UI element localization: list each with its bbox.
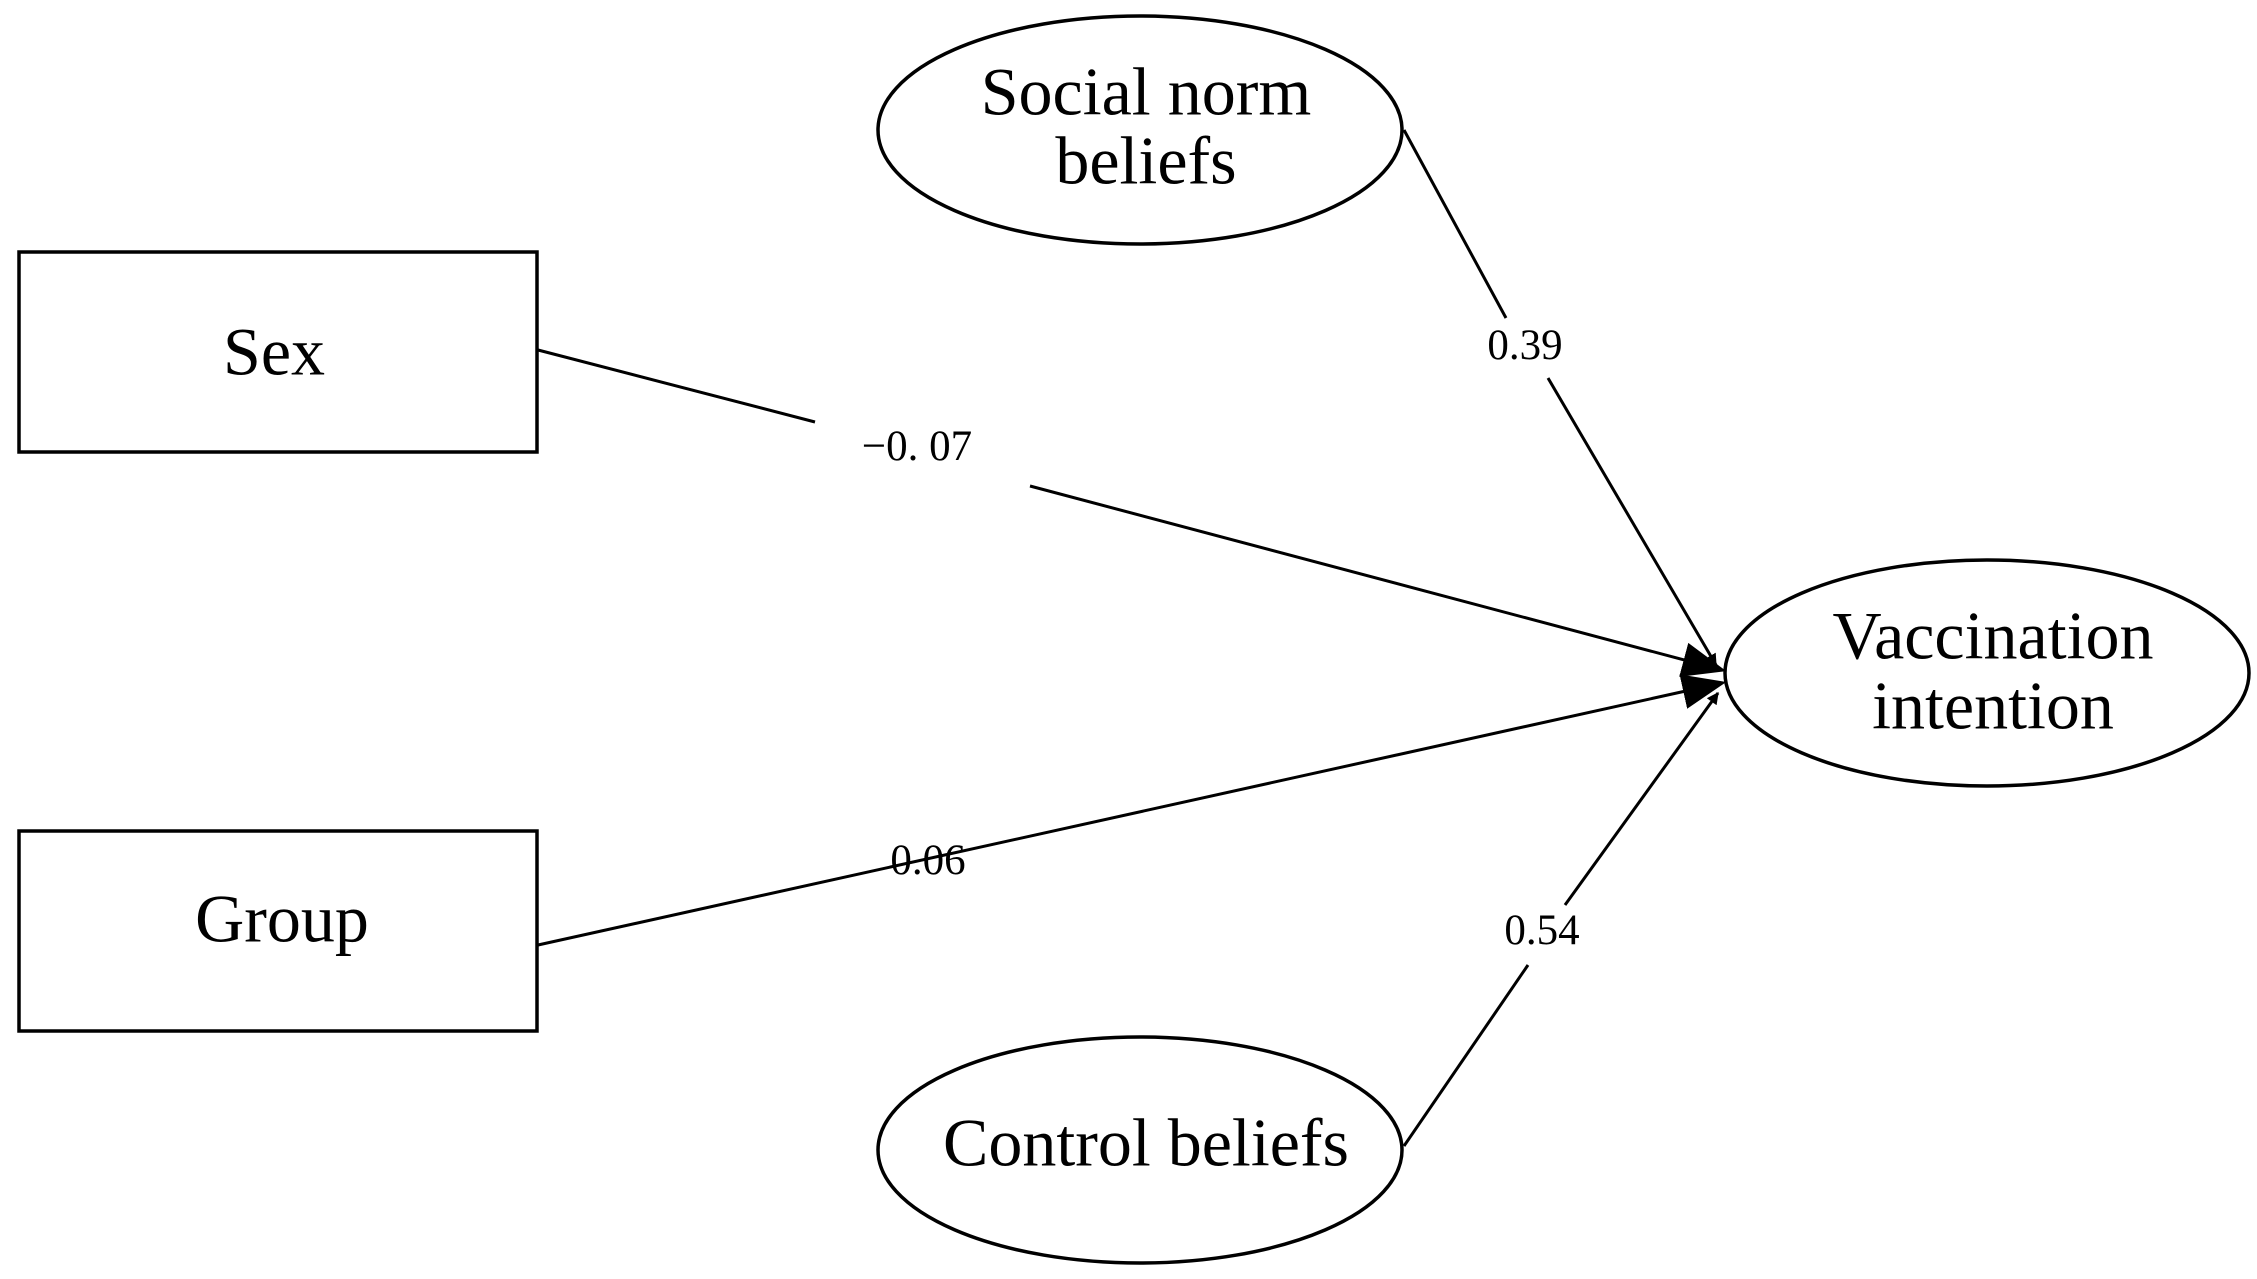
path-social-norm-segment-b <box>1546 377 1718 667</box>
path-social-norm-to-vaccination <box>1402 129 1718 667</box>
group-label: Group <box>195 881 369 957</box>
control-label: Control beliefs <box>943 1105 1349 1181</box>
path-sex-segment-b <box>1029 484 1727 677</box>
control-ellipse <box>876 1035 1404 1265</box>
node-group: Group <box>17 829 539 1033</box>
group-box <box>17 829 539 1033</box>
path-sex-to-vaccination <box>537 348 1727 677</box>
social-norm-label-line2: beliefs <box>1055 123 1236 199</box>
sex-box <box>17 250 539 454</box>
path-group-line <box>537 674 1727 947</box>
coef-sex-to-vaccination: −0. 07 <box>862 423 972 470</box>
social-norm-ellipse <box>876 14 1404 246</box>
path-control-segment-b <box>1563 692 1720 906</box>
vaccination-label-line1: Vaccination <box>1833 598 2154 674</box>
social-norm-label-line1: Social norm <box>981 54 1312 130</box>
node-sex: Sex <box>17 250 539 454</box>
sex-label: Sex <box>223 314 325 390</box>
coef-social-norm-to-vaccination: 0.39 <box>1487 322 1562 369</box>
path-social-norm-segment-a <box>1402 129 1508 319</box>
vaccination-label-line2: intention <box>1872 668 2114 744</box>
path-control-segment-a <box>1402 964 1530 1147</box>
coef-control-to-vaccination: 0.54 <box>1504 907 1579 954</box>
node-social-norm-beliefs: Social norm beliefs <box>876 14 1404 246</box>
vaccination-ellipse <box>1723 558 2251 788</box>
coef-group-to-vaccination: 0.06 <box>890 837 965 884</box>
node-vaccination-intention: Vaccination intention <box>1723 558 2251 788</box>
path-group-to-vaccination <box>537 674 1727 947</box>
path-sex-segment-a <box>537 348 816 424</box>
node-control-beliefs: Control beliefs <box>876 1035 1404 1265</box>
path-control-to-vaccination <box>1402 692 1720 1147</box>
